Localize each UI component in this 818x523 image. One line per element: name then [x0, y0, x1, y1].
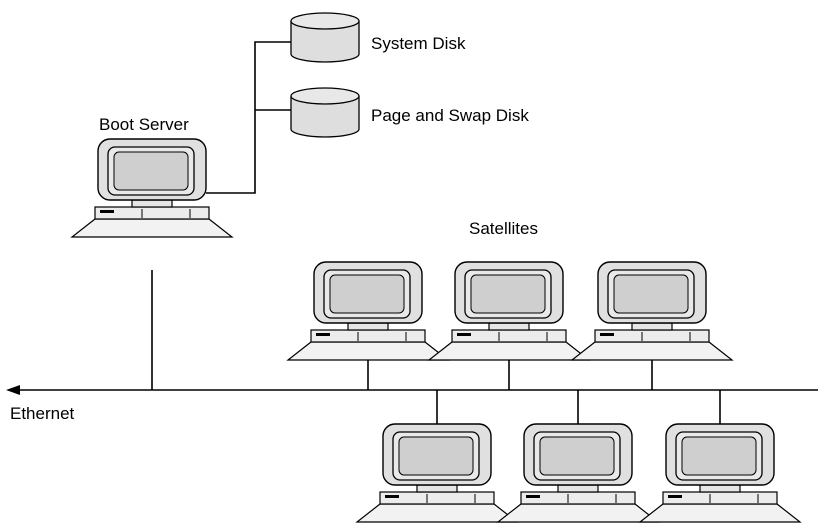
- page-swap-disk-label: Page and Swap Disk: [371, 106, 529, 125]
- page-swap-disk: [290, 87, 360, 138]
- satellite-workstation: [356, 423, 518, 523]
- ethernet-bus: [6, 385, 818, 395]
- satellites-label: Satellites: [469, 219, 538, 238]
- ethernet-label: Ethernet: [10, 404, 75, 423]
- satellite-workstation: [639, 423, 801, 523]
- boot-server: [71, 138, 233, 238]
- satellite-workstation: [428, 261, 590, 361]
- system-disk: [290, 12, 360, 63]
- satellite-workstation: [497, 423, 659, 523]
- disk-connector: [206, 41, 291, 194]
- boot-server-label: Boot Server: [99, 115, 189, 134]
- system-disk-label: System Disk: [371, 34, 466, 53]
- satellite-workstation: [287, 261, 449, 361]
- satellite-workstation: [571, 261, 733, 361]
